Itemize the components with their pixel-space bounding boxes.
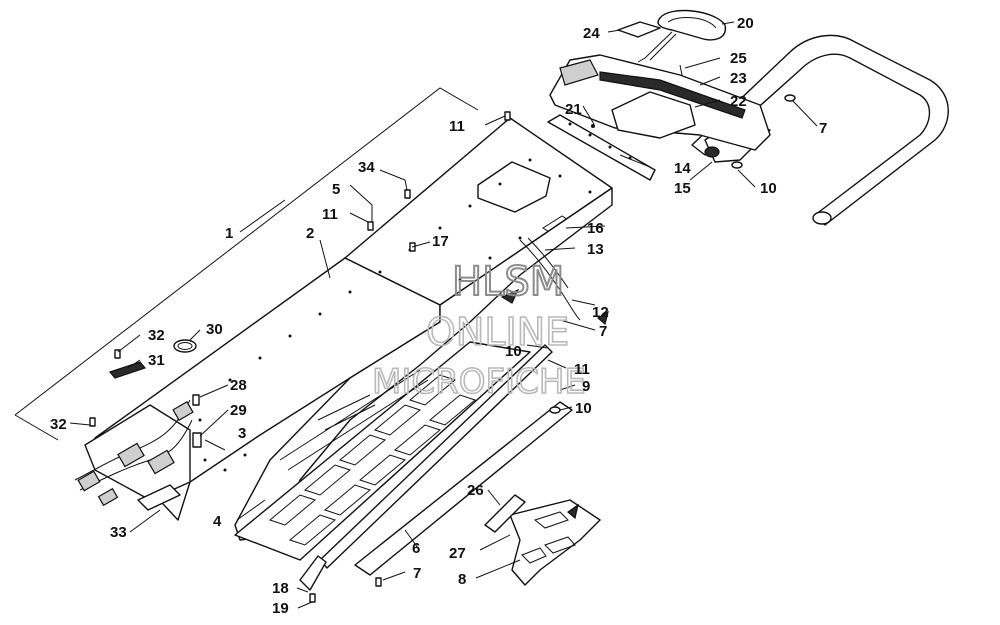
callout-29: 29 <box>230 402 247 419</box>
callout-28: 28 <box>230 377 247 394</box>
callout-22: 22 <box>730 93 747 110</box>
callout-6: 6 <box>412 540 420 557</box>
callout-9: 9 <box>582 378 590 395</box>
callout-5: 5 <box>332 181 340 198</box>
rear-mount-plate <box>509 499 601 586</box>
callout-34: 34 <box>358 159 375 176</box>
grommet-ring-inner <box>177 342 193 350</box>
rivet-holes <box>198 158 592 472</box>
callout-19: 19 <box>272 600 289 617</box>
callout-7c: 7 <box>413 565 421 582</box>
callout-11b: 11 <box>322 206 338 223</box>
slide-rail-lower <box>354 401 573 576</box>
callout-13: 13 <box>587 241 604 258</box>
spring-clip <box>519 239 581 321</box>
watermark-line3: MICROFICHE <box>372 362 586 402</box>
seat-top-stripe <box>599 71 746 119</box>
wiring-harness <box>74 399 194 507</box>
callout-14: 14 <box>674 160 691 177</box>
spacer-28 <box>192 394 200 406</box>
callout-10c: 10 <box>575 400 592 417</box>
grommet-ring <box>173 339 197 353</box>
running-board-cutouts <box>268 374 477 546</box>
tunnel-right-side <box>234 187 613 541</box>
callout-2: 2 <box>306 225 314 242</box>
rear-bumper <box>691 34 949 226</box>
reflector-strip <box>108 361 147 379</box>
callout-labels: 1 2 3 4 5 6 7 7 7 8 9 10 10 10 11 11 11 … <box>50 15 827 617</box>
assembly-bracket-line <box>14 87 479 441</box>
arrow-pointer <box>567 503 579 520</box>
seat-fastener-21 <box>591 124 595 128</box>
leader-lines <box>69 21 818 609</box>
callout-12: 12 <box>592 304 609 321</box>
callout-25: 25 <box>730 50 747 67</box>
grab-handle <box>657 9 726 41</box>
rear-bracket <box>484 494 526 533</box>
connector-block <box>172 400 194 422</box>
fasteners <box>89 94 796 603</box>
callout-17: 17 <box>432 233 449 250</box>
callout-23: 23 <box>730 70 747 87</box>
callout-20: 20 <box>737 15 754 32</box>
connector-block <box>97 487 119 507</box>
callout-7b: 7 <box>599 323 607 340</box>
bumper-end-15 <box>704 146 720 158</box>
watermark-line1: HLSM <box>452 259 564 305</box>
callout-26: 26 <box>467 482 484 499</box>
callout-31: 31 <box>148 352 165 369</box>
callout-16: 16 <box>587 220 604 237</box>
bumper-end-cap <box>812 211 832 225</box>
tunnel-assembly <box>84 117 613 561</box>
callout-11c: 11 <box>574 361 590 378</box>
callout-8: 8 <box>458 571 466 588</box>
callout-3: 3 <box>238 425 246 442</box>
seat-side-panel <box>559 59 599 86</box>
inner-brace <box>279 369 429 471</box>
connector-block <box>147 449 175 475</box>
callout-10b: 10 <box>505 343 522 360</box>
decal-24 <box>617 21 661 38</box>
callout-11a: 11 <box>449 118 465 135</box>
watermark-line2: ONLINE <box>426 310 569 354</box>
callout-10a: 10 <box>760 180 777 197</box>
spring-clip <box>527 237 569 289</box>
seat-base-rail <box>547 114 656 181</box>
callout-30: 30 <box>206 321 223 338</box>
callout-32a: 32 <box>148 327 165 344</box>
spacer-29 <box>192 432 202 448</box>
callout-18: 18 <box>272 580 289 597</box>
callout-15: 15 <box>674 180 691 197</box>
callout-4: 4 <box>213 513 222 530</box>
callout-1: 1 <box>225 225 233 242</box>
rear-plate-cutouts <box>521 511 576 564</box>
connector-block <box>77 470 101 492</box>
callout-27: 27 <box>449 545 466 562</box>
handle-strap <box>637 31 677 63</box>
label-plate <box>137 484 181 511</box>
arrow-pointer <box>500 288 520 304</box>
grab-handle-inner <box>667 16 717 29</box>
rivet-25 <box>679 64 683 76</box>
arrow-pointer <box>596 310 609 326</box>
connector-block <box>117 442 145 468</box>
seat-rear-cushion <box>611 91 696 139</box>
callout-24: 24 <box>583 25 600 42</box>
callout-32b: 32 <box>50 416 67 433</box>
callout-7a: 7 <box>819 120 827 137</box>
callout-21: 21 <box>565 101 582 118</box>
tunnel-top-vent <box>477 161 551 213</box>
rear-rail <box>299 555 327 591</box>
callout-33: 33 <box>110 524 127 541</box>
